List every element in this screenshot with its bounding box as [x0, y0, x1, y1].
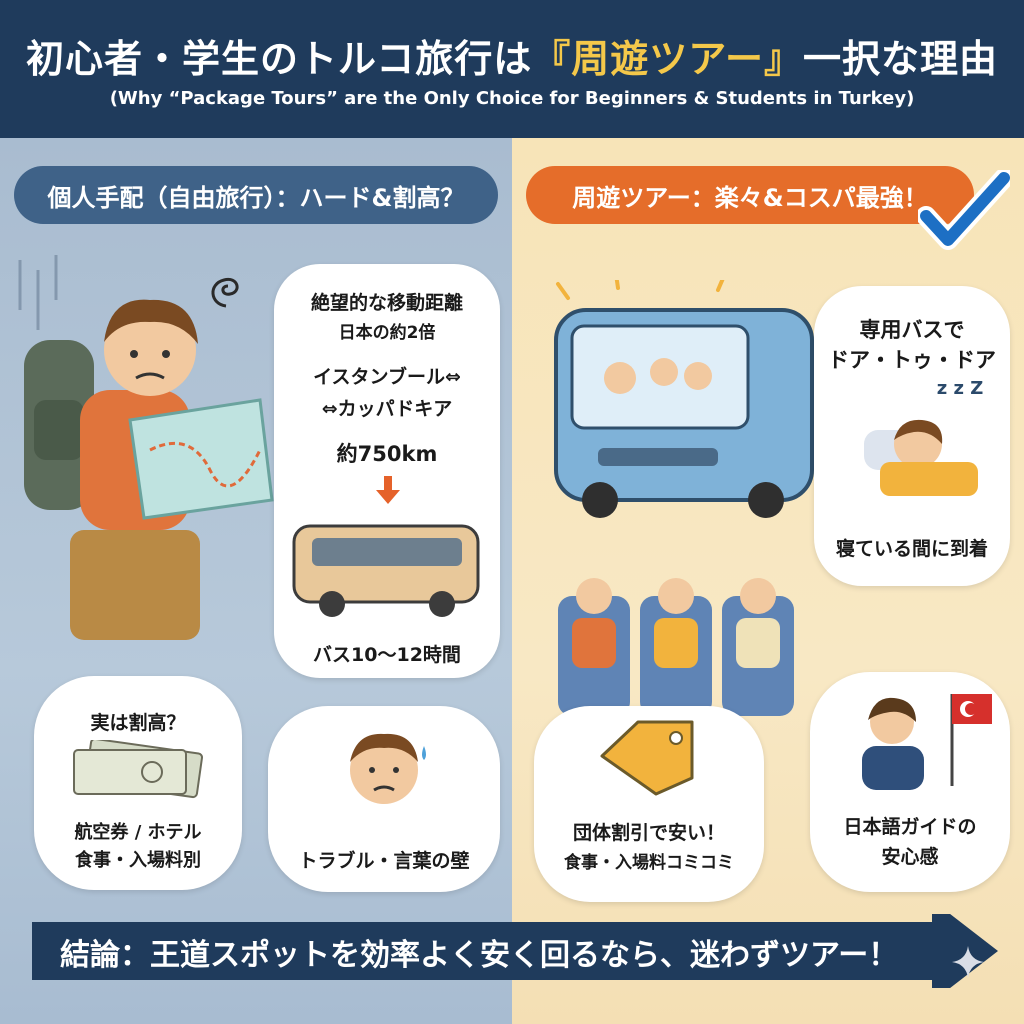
distance-subtitle: 日本の約2倍	[338, 323, 436, 343]
title-part2: 一択な理由	[802, 37, 998, 81]
price-tag-icon	[600, 720, 694, 796]
page-title: 初心者・学生のトルコ旅行は『周遊ツアー』一択な理由	[0, 28, 1024, 83]
guide-line2: 安心感	[881, 846, 939, 868]
guide-with-flag-illustration	[862, 694, 992, 790]
route-line2: ⇔カッパドキア	[321, 398, 453, 420]
trouble-text: トラブル・言葉の壁	[298, 850, 470, 872]
guide-line1: 日本語ガイドの	[843, 816, 977, 838]
money-icon	[73, 740, 203, 799]
conclusion-arrow	[32, 914, 998, 988]
left-heading: 個人手配（自由旅行）：ハード&割高？	[14, 166, 498, 224]
page-subtitle: (Why “Package Tours” are the Only Choice…	[109, 88, 915, 109]
down-arrow-icon	[376, 476, 400, 504]
distance-title: 絶望的な移動距離	[310, 292, 463, 314]
header-banner	[0, 0, 1024, 138]
door-line2: ドア・トゥ・ドア	[828, 348, 996, 372]
passengers-seated-illustration	[558, 578, 794, 716]
cost-question: 実は割高？	[90, 712, 186, 734]
worried-face-icon	[350, 733, 426, 804]
title-part1: 初心者・学生のトルコ旅行は	[26, 37, 533, 81]
distance-bubble	[274, 264, 500, 678]
title-highlight: 『周遊ツアー』	[532, 37, 803, 81]
sleep-arrive-text: 寝ている間に到着	[835, 538, 988, 560]
bus-duration: バス10〜12時間	[313, 644, 461, 666]
conclusion-text: 結論：王道スポットを効率よく安く回るなら、迷わずツアー！	[60, 938, 899, 973]
checkmark-icon	[918, 170, 1010, 250]
route-line1: イスタンブール⇔	[313, 366, 461, 388]
cost-line2: 食事・入場料別	[75, 850, 201, 871]
confusion-swirl-icon	[211, 277, 239, 308]
distance-km: 約750km	[336, 442, 438, 466]
discount-line2: 食事・入場料コミコミ	[564, 853, 734, 873]
sparkle-icon	[952, 946, 984, 978]
sleep-zzz: z z Z	[936, 378, 984, 399]
bus-icon	[292, 524, 480, 617]
backpacker-illustration	[18, 255, 274, 640]
discount-line1: 団体割引で安い！	[572, 822, 725, 844]
cost-line1: 航空券 / ホテル	[74, 822, 202, 843]
right-heading: 周遊ツアー：楽々&コスパ最強！	[526, 166, 974, 224]
sleeping-person-icon	[864, 419, 978, 496]
tour-bus-illustration	[554, 280, 814, 518]
door-line1: 専用バスで	[859, 318, 965, 342]
